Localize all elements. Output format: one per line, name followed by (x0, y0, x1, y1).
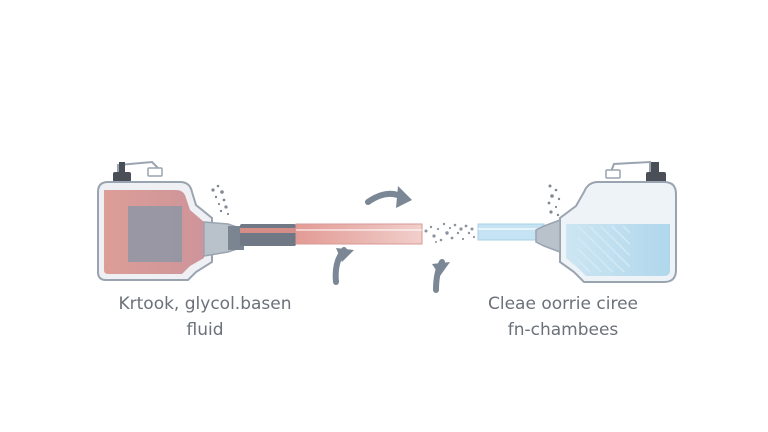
left-caption: Krtook, glycol.basen fluid (80, 291, 330, 343)
right-container (535, 160, 677, 283)
left-caption-line-2: fluid (186, 320, 224, 340)
right-cap-icon (605, 160, 666, 184)
left-caption-line-1: Krtook, glycol.basen (118, 294, 292, 314)
right-caption: Cleae oorrie ciree fn-chambees (438, 291, 688, 343)
right-caption-line-2: fn-chambees (507, 320, 619, 340)
left-spray-puff-icon (211, 184, 230, 216)
right-spray-puff-icon (547, 184, 561, 217)
right-spout (535, 218, 561, 254)
hose-red-section (295, 223, 423, 245)
left-container (97, 160, 244, 281)
left-hose-coupling (240, 224, 296, 246)
arrow-heads (336, 186, 450, 276)
particle-spray-icon (424, 222, 476, 243)
left-cap-icon (113, 160, 163, 182)
left-inner-block (128, 206, 182, 262)
hose (295, 223, 545, 245)
right-caption-line-1: Cleae oorrie ciree (487, 294, 638, 314)
hose-blue-section (477, 223, 545, 241)
right-hatch-panel (578, 226, 630, 272)
